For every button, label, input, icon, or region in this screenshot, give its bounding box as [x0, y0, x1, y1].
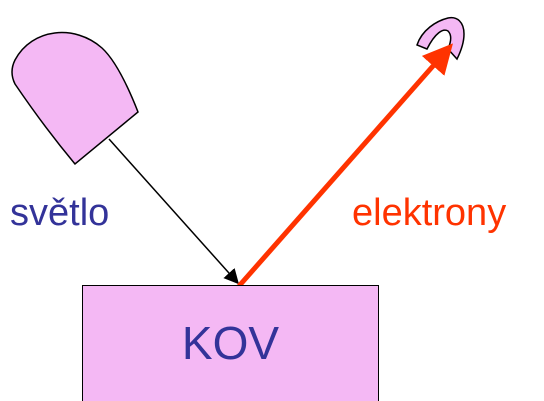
light-label: světlo — [10, 194, 109, 232]
light-source-lamp — [12, 33, 138, 164]
metal-label: KOV — [83, 320, 378, 366]
light-arrow — [109, 139, 237, 282]
electron-detector — [417, 18, 464, 59]
electrons-label: elektrony — [352, 194, 506, 232]
metal-block: KOV — [82, 285, 379, 401]
electron-arrow — [239, 49, 448, 286]
